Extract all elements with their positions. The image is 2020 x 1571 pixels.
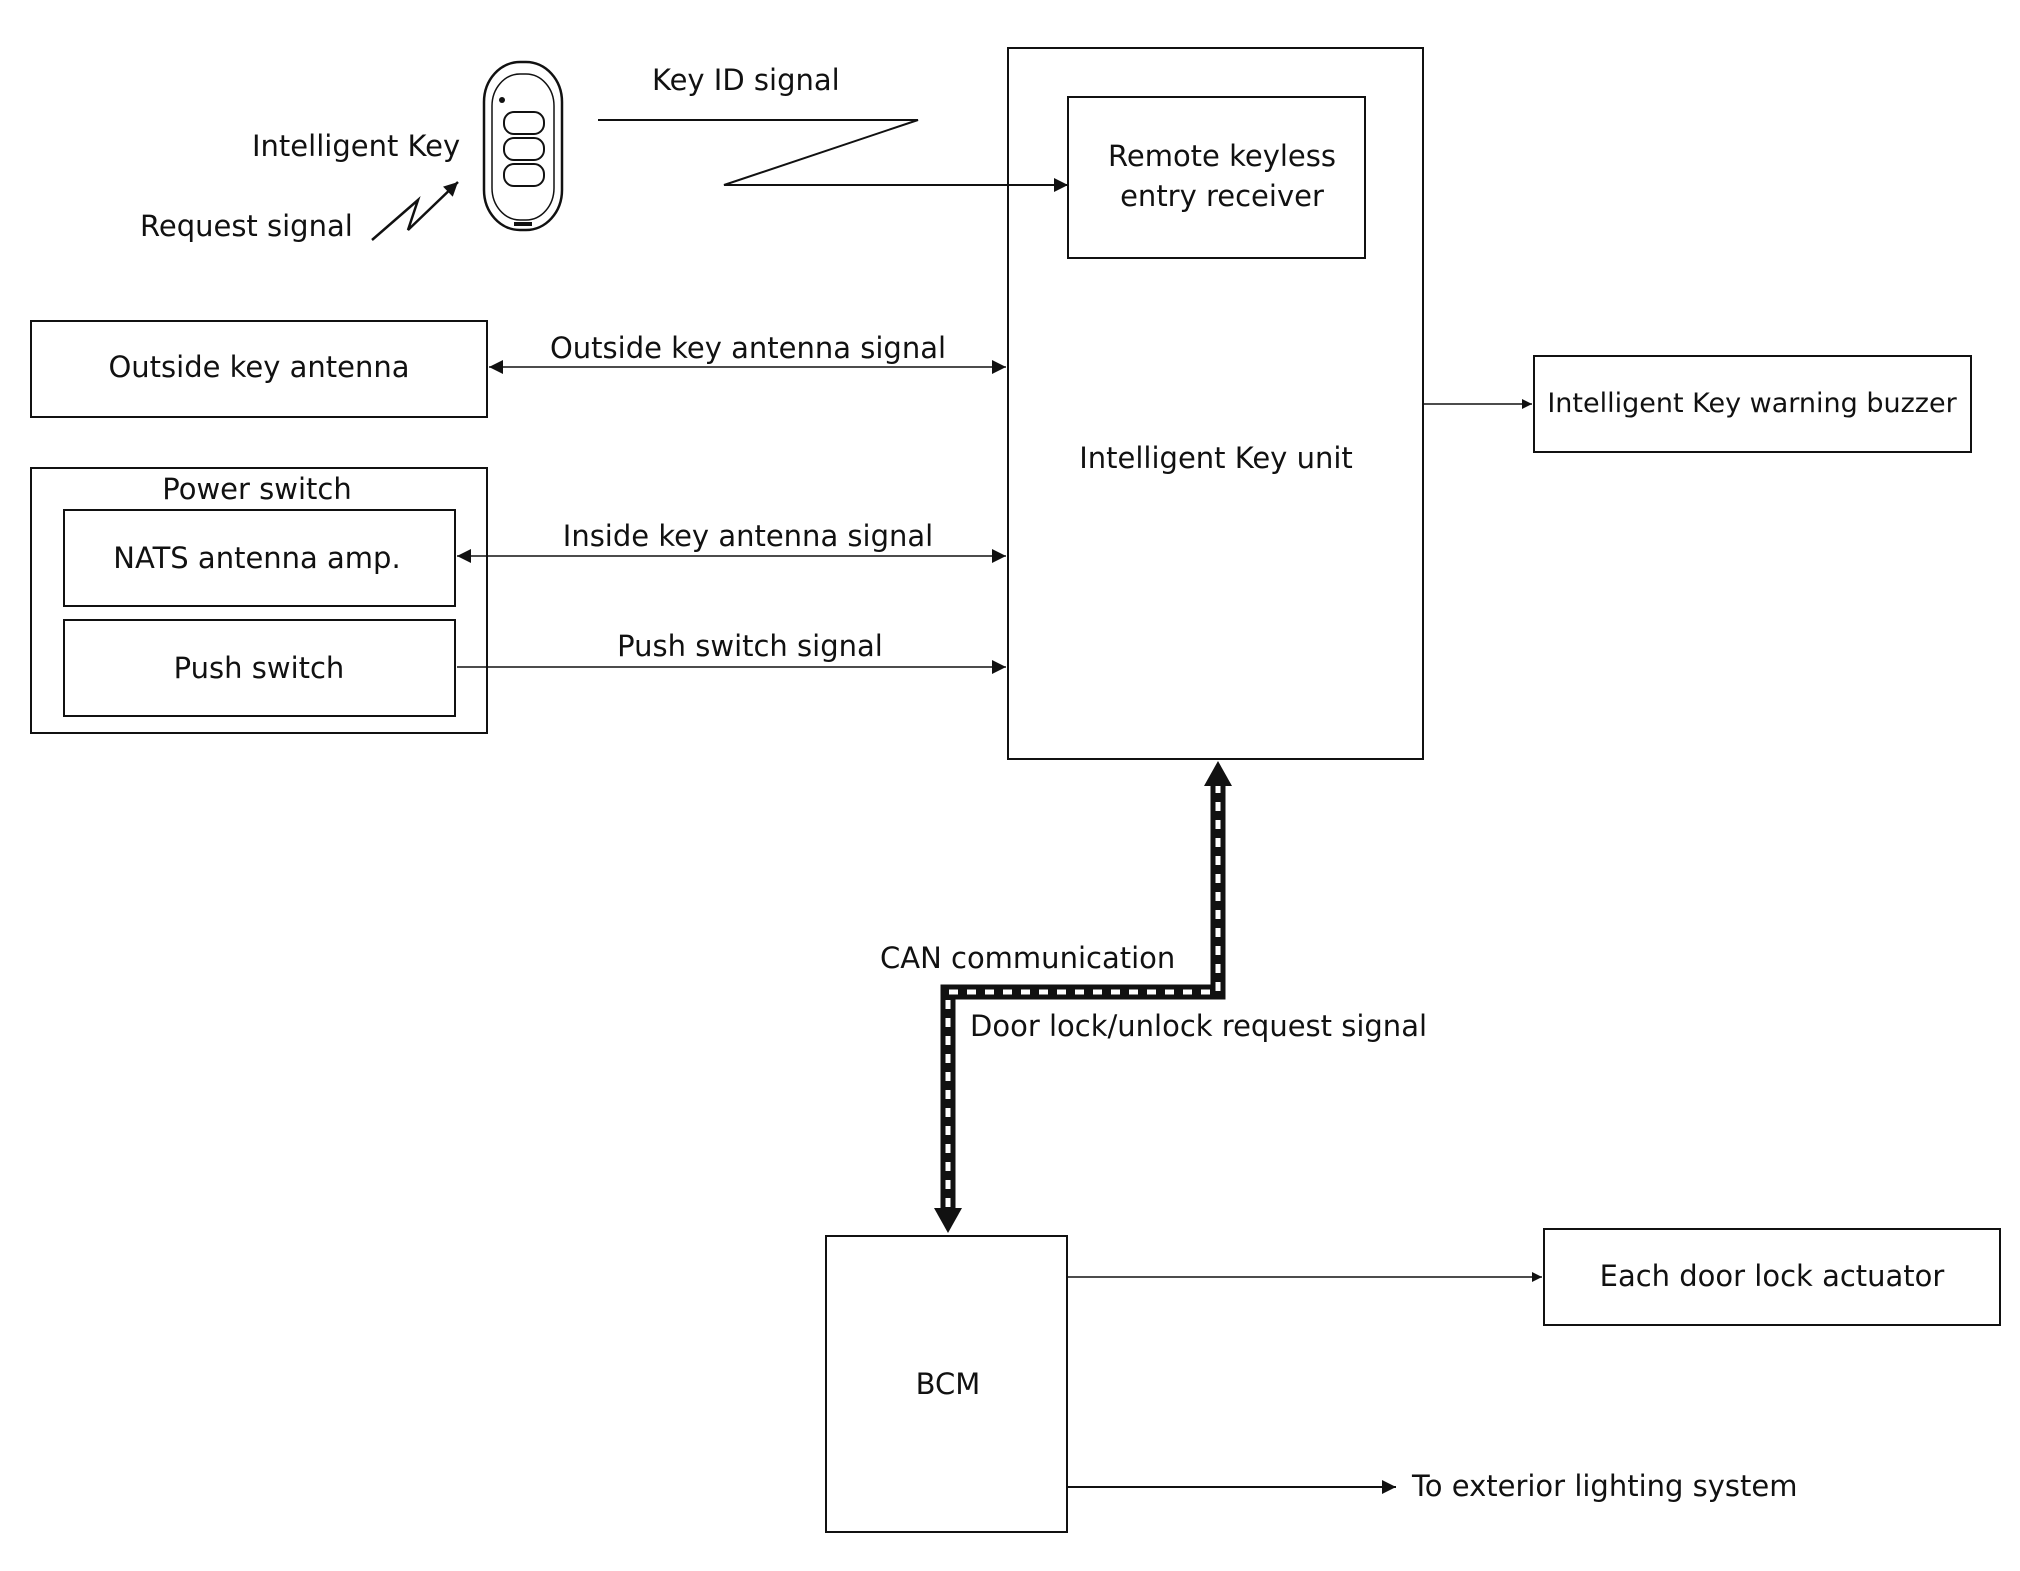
power-switch-box (30, 467, 488, 734)
nats-antenna-amp-box (63, 509, 456, 607)
power-switch-label: Power switch (162, 472, 351, 506)
can-communication-label: CAN communication (880, 941, 1175, 975)
key-id-signal-label: Key ID signal (652, 63, 840, 97)
intelligent-key-label: Intelligent Key (252, 129, 460, 163)
nats-antenna-amp-label: NATS antenna amp. (113, 541, 400, 575)
exterior-lighting-label: To exterior lighting system (1411, 1469, 1798, 1503)
key-id-signal-line (598, 119, 1068, 192)
door-lock-actuator-label: Each door lock actuator (1600, 1259, 1945, 1293)
warning-buzzer-label: Intelligent Key warning buzzer (1547, 388, 1957, 419)
request-signal-label: Request signal (140, 209, 353, 243)
can-bus-line (934, 761, 1232, 1233)
remote-receiver-box (1067, 96, 1366, 259)
warning-buzzer-box (1533, 355, 1972, 453)
push-switch-box (63, 619, 456, 717)
remote-receiver-label-2: entry receiver (1120, 179, 1324, 213)
bcm-label: BCM (916, 1367, 981, 1401)
inside-antenna-signal-label: Inside key antenna signal (563, 519, 933, 553)
outside-key-antenna-box (30, 320, 488, 418)
outside-key-antenna-label: Outside key antenna (108, 350, 409, 384)
door-lock-actuator-box (1543, 1228, 2001, 1326)
outside-antenna-signal-label: Outside key antenna signal (550, 331, 946, 365)
remote-receiver-label-1: Remote keyless (1108, 139, 1336, 173)
door-lock-request-signal-label: Door lock/unlock request signal (970, 1009, 1427, 1043)
request-signal-bolt-icon (371, 181, 459, 241)
bcm-box (825, 1235, 1068, 1533)
intelligent-key-unit-label: Intelligent Key unit (1079, 441, 1353, 475)
push-switch-signal-label: Push switch signal (617, 629, 883, 663)
push-switch-label: Push switch (174, 651, 345, 685)
key-fob-icon (482, 60, 564, 232)
